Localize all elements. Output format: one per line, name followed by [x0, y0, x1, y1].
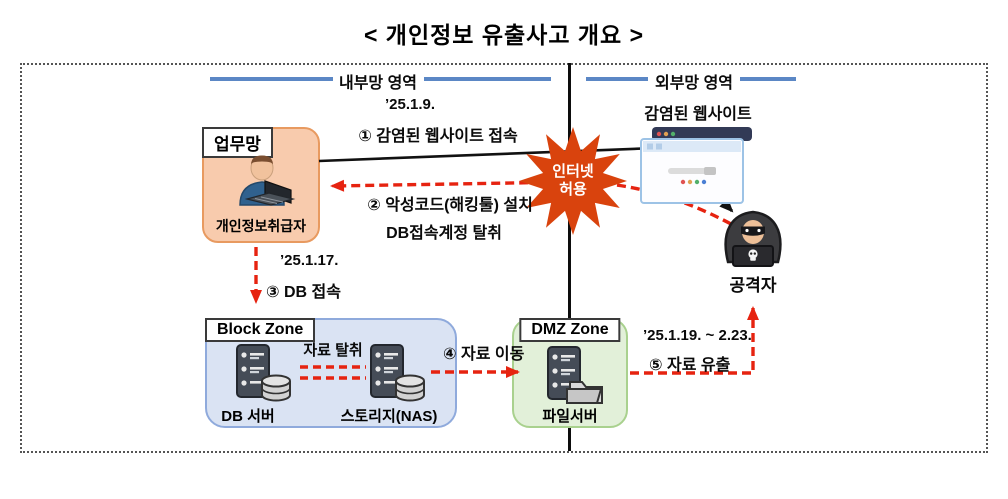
person-label: 개인정보취급자	[215, 218, 307, 234]
network-divider-line	[568, 63, 571, 451]
file-server-icon	[547, 346, 603, 404]
starburst-shape	[519, 127, 627, 235]
step1-label: ① 감염된 웹사이트 접속	[358, 128, 518, 145]
storage-label: 스토리지(NAS)	[340, 408, 438, 425]
external-zone-label: 외부망 영역	[654, 75, 734, 92]
page-title: < 개인정보 유출사고 개요 >	[363, 22, 645, 48]
internet-allowed-starburst: 인터넷 허용	[513, 121, 633, 241]
data-theft-label: 자료 탈취	[303, 342, 363, 359]
attacker-icon	[724, 210, 782, 267]
step2-label-2: DB접속계정 탈취	[386, 225, 502, 242]
step5-date: ’25.1.19. ~ 2.23.	[643, 327, 752, 344]
nas-storage-icon	[370, 344, 425, 402]
person-laptop-icon	[239, 155, 296, 206]
block-zone-box: Block Zone DB 서버 스토리지(NAS)	[205, 318, 457, 428]
step4-label: ④ 자료 이동	[443, 346, 525, 363]
step5-label: ⑤ 자료 유출	[649, 357, 731, 374]
db-server-label: DB 서버	[221, 408, 275, 425]
step3-label: ③ DB 접속	[266, 284, 341, 301]
step1-date: ’25.1.9.	[384, 96, 436, 113]
dmz-zone-tag: DMZ Zone	[519, 318, 621, 342]
work-network-box: 업무망 개인정보취급자	[202, 127, 320, 243]
step2-label-1: ② 악성코드(해킹툴) 설치	[367, 197, 533, 214]
browser-window-icon	[640, 127, 752, 204]
db-server-icon	[236, 344, 291, 402]
attacker-label: 공격자	[729, 276, 777, 295]
step1-connection-line	[318, 146, 657, 163]
starburst-text: 인터넷 허용	[513, 121, 633, 241]
outer-frame	[20, 63, 988, 453]
work-network-tag: 업무망	[202, 127, 273, 158]
starburst-line1: 인터넷	[552, 163, 594, 180]
internal-zone-label: 내부망 영역	[338, 75, 418, 92]
block-zone-tag: Block Zone	[205, 318, 316, 342]
file-server-label: 파일서버	[542, 408, 598, 425]
step3-date: ’25.1.17.	[280, 252, 339, 269]
starburst-line2: 허용	[559, 181, 587, 198]
infected-website-label: 감염된 웹사이트	[644, 106, 752, 123]
